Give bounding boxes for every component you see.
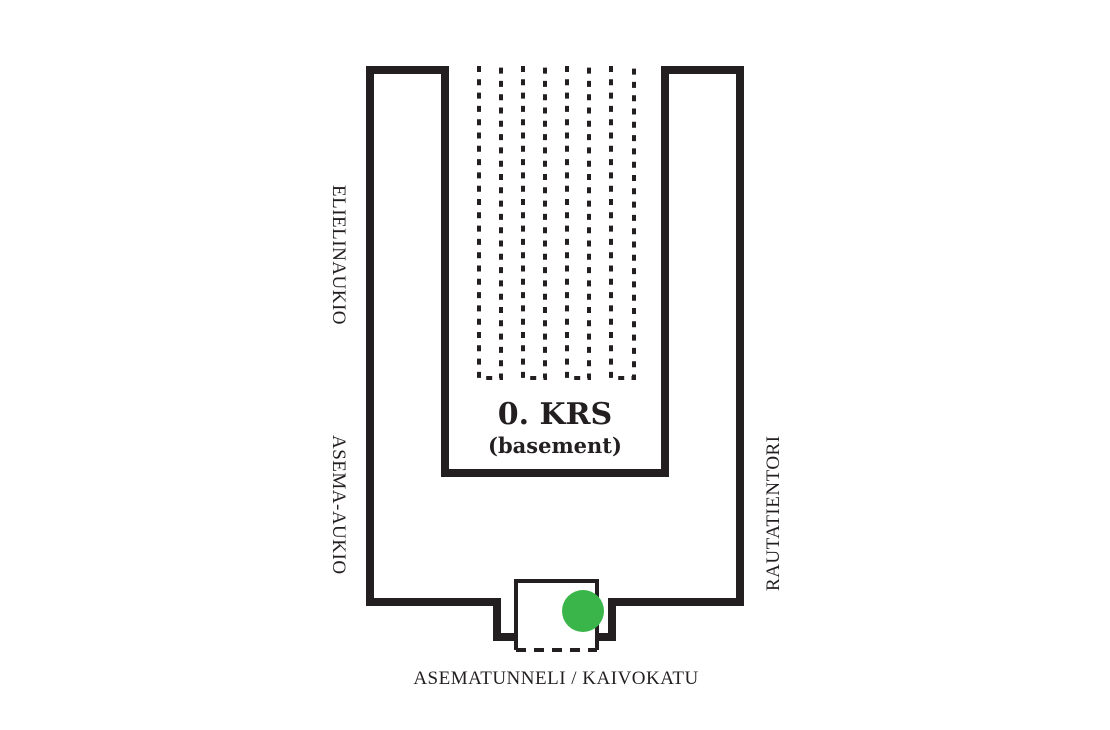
street-label-elielinaukio: ELIELINAUKIO [328,185,349,325]
location-dot-icon [562,590,604,632]
platform-tracks [477,66,636,380]
floor-title: 0. KRS [498,397,612,432]
street-label-asema-aukio: ASEMA-AUKIO [328,435,349,575]
floor-subtitle: (basement) [488,433,622,458]
outer-wall [366,66,744,641]
street-label-asematunneli: ASEMATUNNELI / KAIVOKATU [413,668,698,689]
street-label-rautatientori: RAUTATIENTORI [763,435,784,591]
